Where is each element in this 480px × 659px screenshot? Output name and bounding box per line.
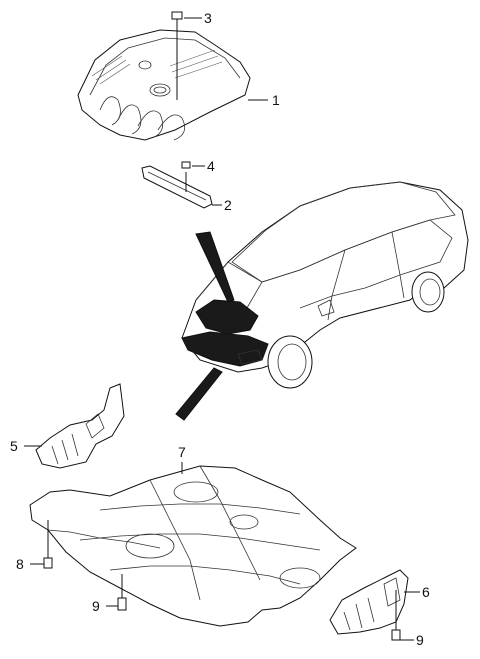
bolt-4 — [181, 161, 191, 169]
callout-5: 5 — [10, 438, 18, 454]
pointer-wedge-lower — [175, 367, 223, 421]
callout-2: 2 — [224, 197, 232, 213]
bolt-9-left — [117, 574, 127, 611]
cover-bracket — [141, 165, 213, 209]
car-illustration — [181, 181, 469, 389]
callout-7: 7 — [178, 444, 186, 460]
callout-6: 6 — [422, 584, 430, 600]
callout-8: 8 — [16, 556, 24, 572]
bolt-3 — [171, 11, 183, 100]
engine-under-cover — [29, 465, 357, 627]
bolt-9-right — [391, 590, 401, 641]
side-shield-right — [329, 569, 409, 635]
bolt-8 — [43, 520, 53, 569]
side-shield-left — [35, 383, 125, 469]
pointer-wedge-upper — [195, 231, 235, 303]
callout-9-right: 9 — [416, 632, 424, 648]
callout-4: 4 — [207, 158, 215, 174]
callout-3: 3 — [204, 10, 212, 26]
callout-9-left: 9 — [92, 598, 100, 614]
engine-cover — [77, 29, 251, 141]
callout-1: 1 — [272, 92, 280, 108]
